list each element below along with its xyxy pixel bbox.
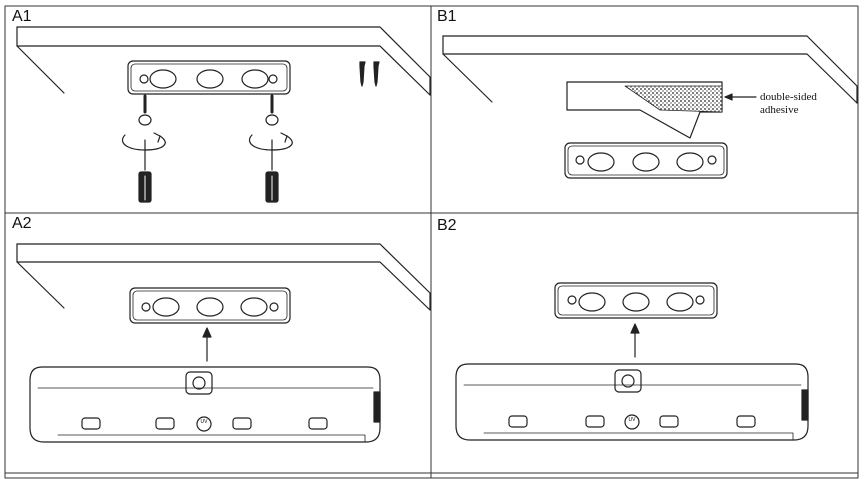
b2-uv-label: UV xyxy=(628,417,636,423)
b2-up-arrow xyxy=(630,323,640,358)
b2-mounting-plate xyxy=(554,282,718,319)
a1-mounting-plate xyxy=(127,60,291,95)
panel-label-a2: A2 xyxy=(12,215,32,232)
a1-right-screw-assembly xyxy=(248,94,293,203)
a2-up-arrow xyxy=(202,327,212,362)
adhesive-callout: double-sided adhesive xyxy=(760,91,817,117)
a2-light-bar xyxy=(29,366,381,443)
a2-shelf xyxy=(16,243,431,311)
panel-label-a1: A1 xyxy=(12,8,32,25)
b1-adhesive-strip xyxy=(566,81,757,139)
panel-label-b2: B2 xyxy=(437,217,457,234)
a1-shelf xyxy=(16,26,431,96)
a1-left-screw-assembly xyxy=(121,94,166,203)
b1-mounting-plate xyxy=(564,142,728,179)
b1-shelf xyxy=(442,35,858,104)
b2-light-bar xyxy=(455,363,809,441)
panel-label-b1: B1 xyxy=(437,8,457,25)
panel-grid xyxy=(4,5,859,479)
callout-line-1: double-sided xyxy=(760,91,817,103)
a2-uv-label: UV xyxy=(200,419,208,425)
a1-loose-screws xyxy=(359,61,380,87)
callout-line-2: adhesive xyxy=(760,104,799,116)
a2-mounting-plate xyxy=(129,287,291,324)
